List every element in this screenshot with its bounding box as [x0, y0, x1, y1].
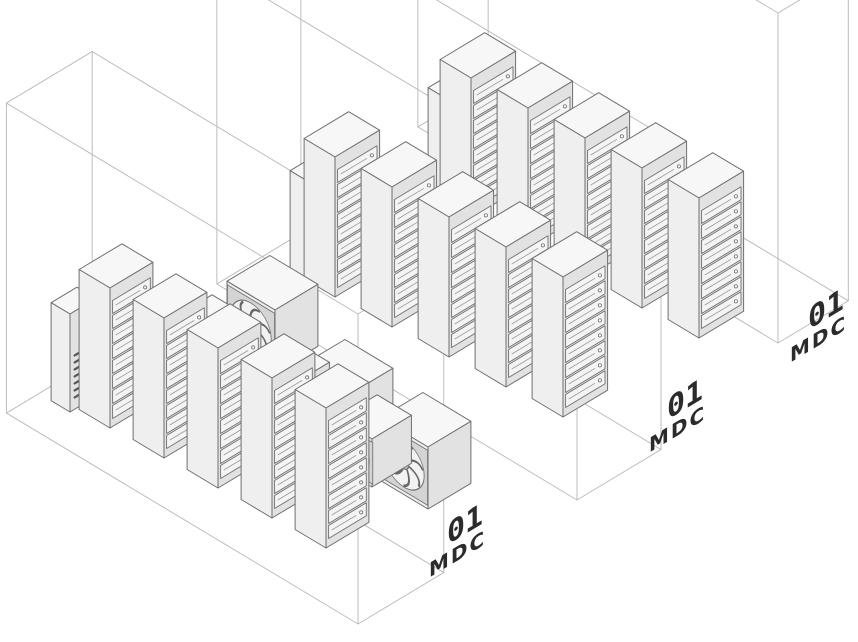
- status-led: [676, 164, 681, 169]
- status-led: [597, 318, 602, 323]
- status-led: [483, 213, 488, 218]
- status-led: [597, 303, 602, 308]
- equipment: [50, 32, 745, 549]
- status-led: [359, 435, 364, 440]
- status-led: [359, 465, 364, 470]
- status-led: [426, 183, 431, 188]
- status-led: [540, 243, 545, 248]
- status-led: [562, 104, 567, 109]
- status-led: [251, 345, 256, 350]
- status-led: [733, 209, 738, 214]
- status-led: [597, 348, 602, 353]
- status-led: [733, 254, 738, 259]
- status-led: [369, 153, 374, 158]
- status-led: [733, 269, 738, 274]
- status-led: [733, 284, 738, 289]
- status-led: [597, 288, 602, 293]
- status-led: [143, 285, 148, 290]
- status-led: [733, 299, 738, 304]
- server-rack: [531, 231, 609, 418]
- status-led: [619, 134, 624, 139]
- status-led: [305, 375, 310, 380]
- status-led: [359, 450, 364, 455]
- status-led: [597, 273, 602, 278]
- server-rack: [294, 363, 370, 549]
- status-led: [359, 405, 364, 410]
- status-led: [597, 363, 602, 368]
- status-led: [505, 74, 510, 79]
- status-led: [359, 480, 364, 485]
- status-led: [733, 224, 738, 229]
- status-led: [733, 239, 738, 244]
- status-led: [733, 194, 738, 199]
- status-led: [197, 315, 202, 320]
- status-led: [597, 378, 602, 383]
- status-led: [359, 495, 364, 500]
- server-rack: [667, 152, 745, 339]
- status-led: [597, 333, 602, 338]
- server-rack: [132, 273, 208, 459]
- status-led: [359, 510, 364, 515]
- status-led: [359, 420, 364, 425]
